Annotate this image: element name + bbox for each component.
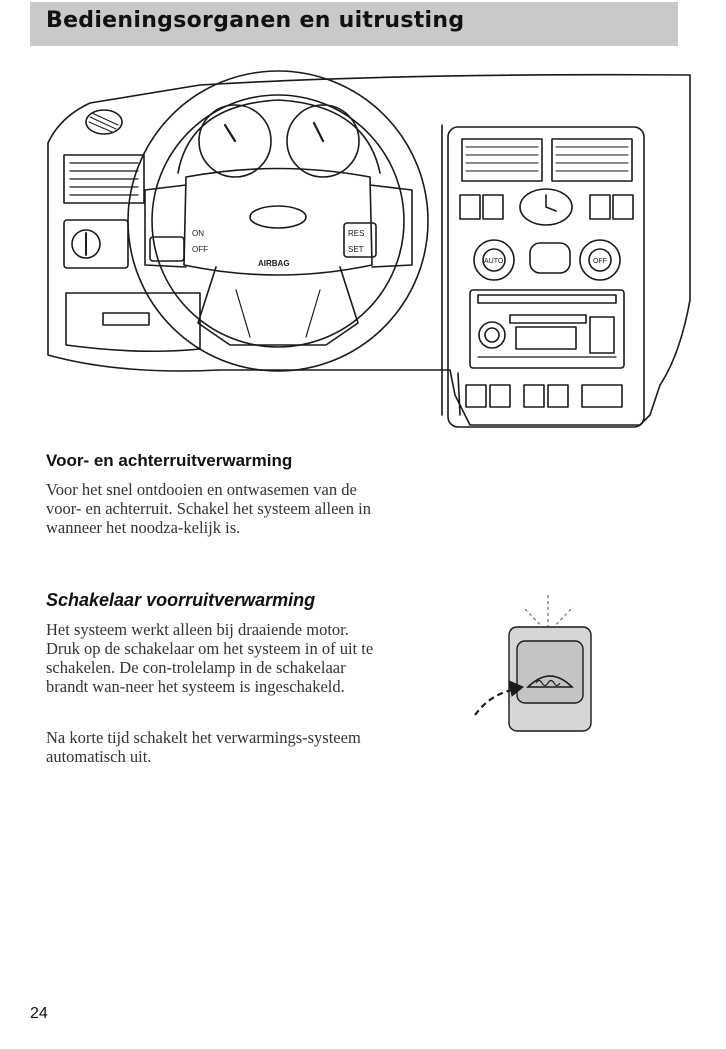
left-vent xyxy=(63,154,145,204)
res-label: RES xyxy=(348,229,364,238)
dashboard-illustration: AIRBAG ON OFF RES SET AUTO OFF xyxy=(47,70,691,428)
light-switch-panel xyxy=(63,219,129,269)
switch-button xyxy=(516,640,584,704)
temp-knob xyxy=(579,239,621,281)
auto-label: AUTO xyxy=(484,258,504,265)
left-round-vent xyxy=(85,109,123,135)
airbag-text: AIRBAG xyxy=(258,259,290,268)
radio-volume-knob xyxy=(478,321,506,349)
light-switch-knob xyxy=(71,229,101,259)
page-number: 24 xyxy=(30,1005,48,1022)
windscreen-defrost-icon xyxy=(526,675,574,688)
analog-clock xyxy=(519,188,573,226)
defrost-button-rear xyxy=(482,194,504,220)
instrument-cluster xyxy=(177,99,381,174)
center-console xyxy=(447,126,645,428)
off-button-label: OFF xyxy=(593,258,607,265)
page-title: Bedieningsorganen en uitrusting xyxy=(46,8,465,33)
steering-hub xyxy=(183,167,373,276)
climate-display xyxy=(529,242,571,274)
set-label: SET xyxy=(348,245,364,254)
glovebox xyxy=(65,292,201,353)
section-heading-windscreen-switch: Schakelaar voorruitverwarming xyxy=(46,590,316,610)
off-label: OFF xyxy=(192,245,208,254)
arrow-icon xyxy=(474,680,524,716)
dashboard-outline xyxy=(47,73,691,426)
paragraph-rear-window-heating: Voor het snel ontdooien en ontwasemen va… xyxy=(46,480,371,537)
paragraph-windscreen-switch-auto-off: Na korte tijd schakelt het verwarmings-s… xyxy=(46,728,361,766)
console-vent-left xyxy=(461,138,543,182)
fan-knob xyxy=(473,239,515,281)
paragraph-windscreen-switch-operation: Het systeem werkt alleen bij draaiende m… xyxy=(46,620,374,696)
windscreen-switch-illustration xyxy=(474,595,592,732)
defrost-button-front xyxy=(459,194,481,220)
section-heading-rear-window-heating: Voor- en achterruitverwarming xyxy=(46,451,293,470)
page-header-bar: Bedieningsorganen en uitrusting xyxy=(30,2,678,46)
ford-logo xyxy=(249,205,307,229)
radio-unit xyxy=(469,289,625,369)
glovebox-handle xyxy=(102,312,150,326)
hazard-button xyxy=(589,194,611,220)
steering-wheel-outer xyxy=(127,70,429,372)
on-label: ON xyxy=(192,229,204,238)
tachometer xyxy=(198,104,272,178)
speedometer xyxy=(286,104,360,178)
console-vent-right xyxy=(551,138,633,182)
